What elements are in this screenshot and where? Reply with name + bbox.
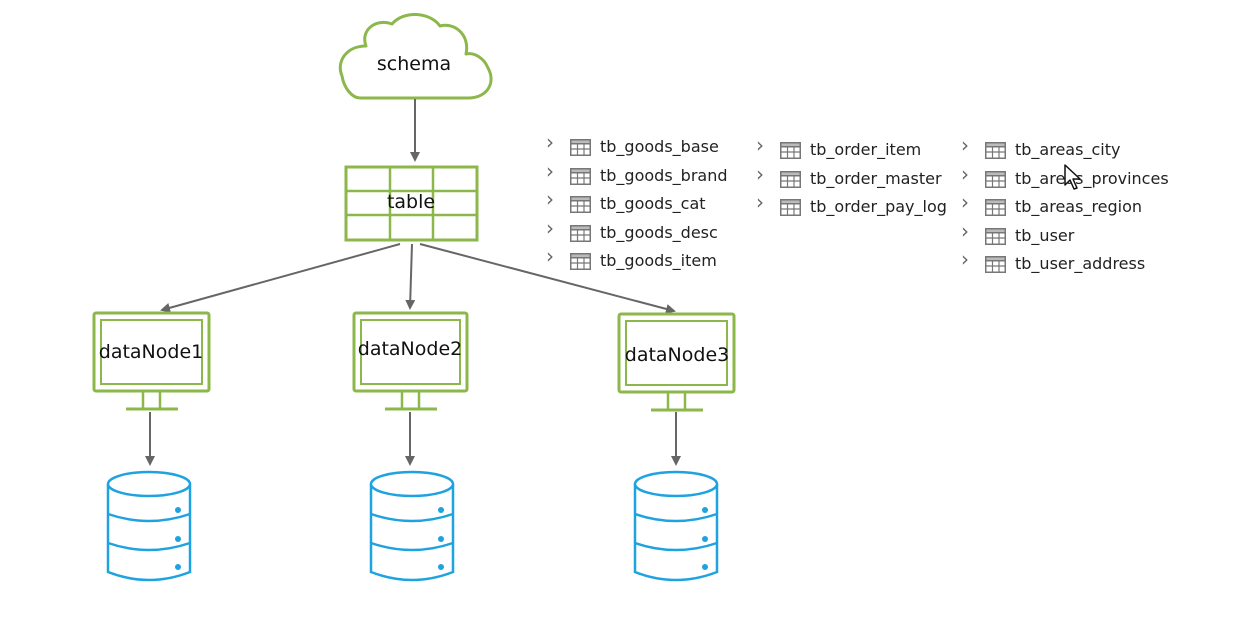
chevron-right-icon[interactable]: › (546, 158, 554, 183)
chevron-right-icon[interactable]: › (756, 161, 764, 186)
chevron-right-icon[interactable]: › (961, 218, 969, 243)
arrow-table-to-node3 (419, 243, 676, 314)
table-icon (570, 224, 591, 242)
table-name: tb_goods_base (600, 137, 719, 156)
table-grid-icon (344, 165, 479, 242)
table-name: tb_goods_brand (600, 165, 728, 185)
chevron-right-icon[interactable]: › (756, 190, 764, 214)
chevron-right-icon[interactable]: › (546, 187, 554, 211)
table-name: tb_areas_city (1015, 140, 1121, 159)
table-icon (985, 227, 1006, 245)
chevron-right-icon[interactable]: › (546, 215, 554, 240)
table-icon (570, 167, 591, 185)
datanode3-monitor-icon (617, 312, 736, 412)
arrow-table-to-node1 (160, 243, 401, 313)
table-name: tb_areas_provinces (1015, 168, 1169, 188)
datanode3-label: dataNode3 (624, 344, 730, 366)
table-icon (780, 142, 801, 159)
table-name: tb_user_address (1015, 254, 1146, 273)
chevron-right-icon[interactable]: › (961, 190, 969, 214)
table-name: tb_goods_desc (600, 222, 718, 242)
datanode2-label: dataNode2 (357, 338, 463, 360)
table-icon (570, 139, 591, 156)
table-icon (985, 170, 1006, 188)
arrow-table-to-node2 (405, 243, 416, 310)
table-name: tb_user (1015, 225, 1075, 245)
database3-icon (633, 470, 719, 582)
chevron-right-icon[interactable]: › (546, 130, 554, 154)
schema-cloud-icon (338, 13, 493, 100)
table-name: tb_order_master (810, 168, 942, 188)
table-icon (570, 253, 591, 270)
table-icon (780, 170, 801, 188)
table-icon (780, 199, 801, 216)
table-icon (570, 196, 591, 213)
table-icon (985, 199, 1006, 216)
datanode1-label: dataNode1 (98, 341, 204, 363)
table-name: tb_goods_cat (600, 194, 706, 213)
chevron-right-icon[interactable]: › (961, 247, 969, 271)
table-icon (985, 142, 1006, 159)
table-name: tb_goods_item (600, 251, 717, 270)
chevron-right-icon[interactable]: › (961, 133, 969, 157)
database2-icon (369, 470, 455, 582)
chevron-right-icon[interactable]: › (546, 244, 554, 268)
schema-label: schema (376, 53, 452, 75)
chevron-right-icon[interactable]: › (961, 161, 969, 186)
mouse-cursor-icon (1064, 164, 1081, 190)
table-label: table (386, 191, 436, 213)
datanode2-monitor-icon (352, 311, 469, 411)
table-name: tb_order_pay_log (810, 197, 947, 216)
datanode1-monitor-icon (92, 311, 211, 411)
chevron-right-icon[interactable]: › (756, 133, 764, 157)
table-icon (985, 256, 1006, 273)
table-name: tb_areas_region (1015, 197, 1143, 216)
table-name: tb_order_item (810, 140, 922, 159)
database1-icon (106, 470, 192, 582)
